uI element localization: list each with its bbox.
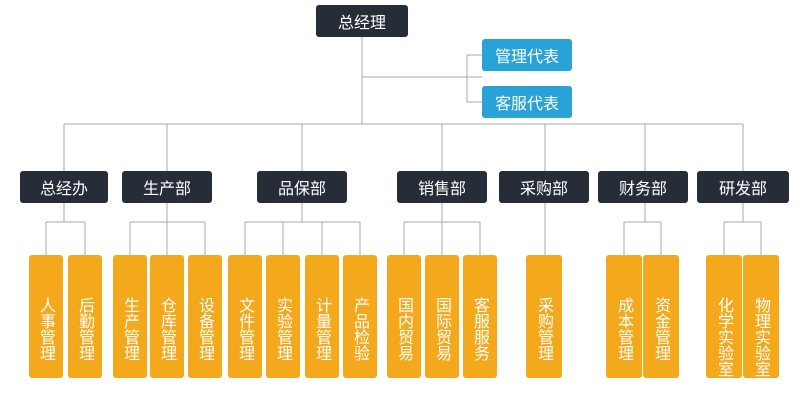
staff-label: 管理代表	[494, 47, 559, 66]
unit-label: 成本管理	[615, 296, 634, 361]
unit-node: 采购管理	[526, 255, 562, 378]
unit-node: 后勤管理	[68, 255, 102, 378]
unit-label: 实验管理	[274, 296, 293, 361]
dept-node-5: 采购部	[499, 171, 589, 203]
unit-node: 文件管理	[228, 255, 262, 378]
dept-node-1: 总经办	[20, 171, 108, 203]
dept-label: 生产部	[142, 179, 191, 198]
staff-node-customer-service-rep: 客服代表	[482, 86, 572, 118]
dept-node-4: 销售部	[397, 171, 487, 203]
unit-label: 设备管理	[196, 296, 215, 361]
unit-node: 化学实验室	[706, 255, 742, 378]
unit-node: 物理实验室	[743, 255, 779, 378]
unit-label: 计量管理	[313, 296, 332, 361]
unit-node: 人事管理	[29, 255, 63, 378]
unit-node: 客服服务	[463, 255, 497, 378]
staff-node-management-rep: 管理代表	[482, 39, 572, 71]
unit-label: 生产管理	[121, 296, 140, 361]
unit-label: 后勤管理	[76, 296, 95, 361]
unit-node: 国际贸易	[425, 255, 459, 378]
unit-node: 计量管理	[305, 255, 339, 378]
dept-label: 财务部	[618, 179, 667, 198]
unit-label: 文件管理	[236, 296, 255, 361]
dept-node-3: 品保部	[257, 171, 347, 203]
dept-label: 品保部	[277, 179, 326, 198]
unit-label: 化学实验室	[715, 296, 734, 377]
unit-label: 国际贸易	[433, 296, 452, 361]
dept-node-6: 财务部	[598, 171, 688, 203]
unit-node: 实验管理	[266, 255, 300, 378]
unit-label: 资金管理	[652, 296, 671, 361]
staff-label: 客服代表	[494, 94, 559, 113]
root-label: 总经理	[337, 13, 386, 32]
unit-node: 成本管理	[606, 255, 642, 378]
root-node: 总经理	[316, 5, 408, 37]
unit-node: 设备管理	[188, 255, 222, 378]
unit-node: 生产管理	[113, 255, 147, 378]
dept-label: 销售部	[417, 179, 466, 198]
unit-label: 国内贸易	[395, 296, 414, 361]
unit-label: 人事管理	[37, 296, 56, 361]
unit-label: 仓库管理	[158, 296, 177, 361]
unit-node: 产品检验	[343, 255, 377, 378]
unit-node: 资金管理	[643, 255, 679, 378]
unit-label: 采购管理	[535, 296, 554, 361]
dept-node-7: 研发部	[697, 171, 789, 203]
dept-label: 研发部	[718, 179, 767, 198]
dept-label: 采购部	[519, 179, 568, 198]
unit-label: 产品检验	[351, 296, 370, 361]
unit-label: 客服服务	[471, 296, 490, 361]
unit-node: 国内贸易	[387, 255, 421, 378]
unit-label: 物理实验室	[752, 296, 771, 377]
dept-label: 总经办	[39, 179, 88, 198]
dept-node-2: 生产部	[122, 171, 212, 203]
unit-node: 仓库管理	[150, 255, 184, 378]
